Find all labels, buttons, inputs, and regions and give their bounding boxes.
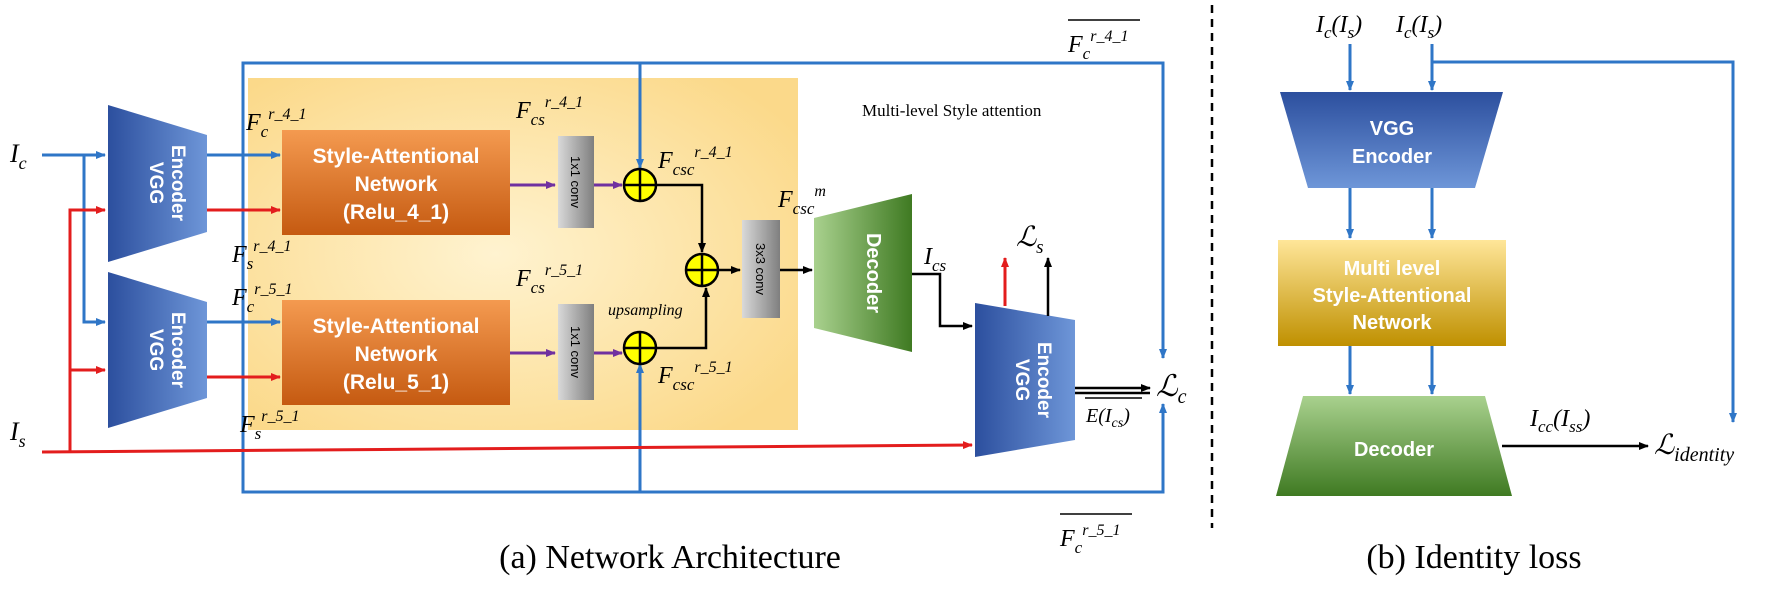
b-decoder-label: Decoder <box>1354 439 1434 461</box>
label-fcs-r51: Fcsr_5_1 <box>515 262 583 297</box>
b-network-line2: Style-Attentional <box>1313 285 1472 307</box>
label-b-input-left: Ic(Is) <box>1315 12 1362 42</box>
caption-a: (a) Network Architecture <box>499 539 841 576</box>
bottom-sum-to-merge <box>656 287 710 350</box>
conv1x1-top-label: 1x1 conv <box>568 156 583 209</box>
b-encoder-line1: VGG <box>1370 118 1414 140</box>
is-input-line <box>41 441 973 454</box>
label-ic: Ic <box>9 139 27 173</box>
encoder-content-line1: VGG <box>145 162 166 204</box>
label-fcsc-r51: Fcscr_5_1 <box>657 359 733 394</box>
is-branch-top <box>68 206 106 452</box>
b-decoder: Decoder <box>1276 396 1512 496</box>
style-attentional-network-relu41: Style-Attentional Network (Relu_4_1) <box>282 130 510 235</box>
conv3x3: 3x3 conv <box>742 220 780 318</box>
conv1x1-bottom: 1x1 conv <box>558 304 594 400</box>
decoder-a-label: Decoder <box>862 233 884 313</box>
san-bottom-line2: Network <box>355 343 438 366</box>
caption-b: (b) Identity loss <box>1366 539 1581 576</box>
label-bottom-bar-fc-r51: Fcr_5_1 <box>1059 513 1132 557</box>
label-is: Is <box>9 417 26 451</box>
label-fc-r51: Fcr_5_1 <box>231 281 292 316</box>
encoder-content-line2: Encoder <box>167 145 188 222</box>
san-top-line3: (Relu_4_1) <box>343 201 449 224</box>
label-fcsc-m: Fcscm <box>777 183 826 218</box>
sum-node-merge <box>684 252 720 288</box>
label-fcs-r41: Fcsr_4_1 <box>515 94 583 129</box>
label-b-output: Icc(Iss) <box>1529 406 1590 436</box>
san-top-line2: Network <box>355 173 438 196</box>
encoder-loss-line2: Encoder <box>1033 342 1054 419</box>
svg-text:E(Ics): E(Ics) <box>1085 405 1130 431</box>
top-feedback-line <box>241 61 1167 359</box>
conv1x1-bottom-label: 1x1 conv <box>568 326 583 379</box>
b-vgg-encoder: VGG Encoder <box>1280 92 1503 188</box>
sum-node-top <box>622 167 658 203</box>
decoder-a: Decoder <box>814 194 912 352</box>
vgg-encoder-loss: VGG Encoder <box>975 303 1075 457</box>
attention-region-label: Multi-level Style attention <box>862 101 1042 120</box>
label-b-loss: ℒidentity <box>1654 430 1734 466</box>
conv3x3-label: 3x3 conv <box>753 243 768 296</box>
label-fs-r41: Fsr_4_1 <box>231 238 292 273</box>
vgg-encoder-content: VGG Encoder <box>108 105 207 262</box>
style-attentional-network-relu51: Style-Attentional Network (Relu_5_1) <box>282 300 510 405</box>
upsampling-label: upsampling <box>608 302 683 319</box>
bottom-feedback-line <box>241 100 1167 494</box>
label-ls: ℒs <box>1016 222 1044 258</box>
label-e-ics: E(Ics) <box>1085 397 1142 431</box>
vgg-encoder-style: VGG Encoder <box>108 272 207 428</box>
ics-arrow <box>912 272 973 330</box>
b-multi-level-network: Multi level Style-Attentional Network <box>1278 240 1506 346</box>
svg-text:Fcr_5_1: Fcr_5_1 <box>1059 522 1120 557</box>
encoder-style-line2: Encoder <box>167 312 188 389</box>
conv1x1-top: 1x1 conv <box>558 136 594 228</box>
label-fc-r41: Fcr_4_1 <box>245 106 306 141</box>
label-ics: Ics <box>923 244 947 275</box>
label-b-input-right: Ic(Is) <box>1395 12 1442 42</box>
encoder-loss-line1: VGG <box>1011 359 1032 401</box>
san-bottom-line3: (Relu_5_1) <box>343 371 449 394</box>
label-lc: ℒc <box>1156 370 1187 408</box>
b-network-line1: Multi level <box>1344 258 1441 280</box>
san-top-line1: Style-Attentional <box>313 145 480 168</box>
svg-text:Fcr_4_1: Fcr_4_1 <box>1067 28 1128 63</box>
b-network-line3: Network <box>1353 312 1433 334</box>
label-fcsc-r41: Fcscr_4_1 <box>657 144 733 179</box>
label-top-bar-fc-r41: Fcr_4_1 <box>1067 19 1140 63</box>
b-encoder-line2: Encoder <box>1352 146 1432 168</box>
b-identity-bypass <box>1432 60 1737 423</box>
ic-branch-line <box>82 155 106 326</box>
encoder-style-line1: VGG <box>145 329 166 371</box>
sum-node-bottom <box>622 330 658 366</box>
top-sum-to-merge <box>656 183 706 253</box>
san-bottom-line1: Style-Attentional <box>313 315 480 338</box>
label-fs-r51: Fsr_5_1 <box>239 408 300 443</box>
